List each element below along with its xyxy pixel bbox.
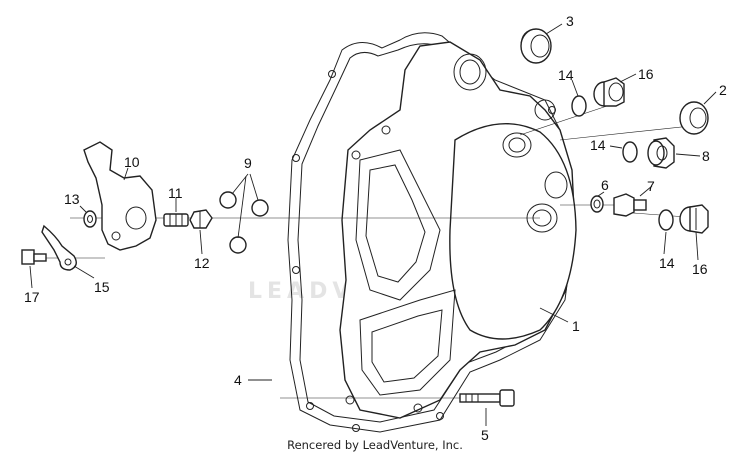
callout-10: 10 (124, 154, 140, 170)
shift-lever[interactable] (83, 141, 157, 251)
callout-numbers: 3 2 14 16 14 8 6 7 14 16 1 4 5 9 10 11 1… (24, 13, 727, 443)
o-ring-14-top[interactable] (571, 95, 587, 117)
plug-16-top[interactable] (593, 77, 625, 107)
bolt-5[interactable] (459, 389, 515, 407)
callout-14-bottom: 14 (659, 255, 675, 271)
washer-13[interactable] (83, 210, 97, 228)
callout-16-top: 16 (638, 66, 654, 82)
callout-17: 17 (24, 289, 40, 305)
callout-4: 4 (234, 372, 242, 388)
footer-credit: Rencered by LeadVenture, Inc. (287, 438, 463, 452)
washer-6[interactable] (590, 195, 604, 213)
o-ring-14-bottom[interactable] (658, 209, 674, 231)
bolt-17[interactable] (21, 249, 47, 265)
oil-seal-2[interactable] (679, 101, 709, 135)
callout-2: 2 (719, 82, 727, 98)
callout-6: 6 (601, 177, 609, 193)
leader-lines (29, 23, 717, 426)
callout-14-middle: 14 (590, 137, 606, 153)
plug-16-bottom[interactable] (679, 204, 709, 234)
callout-11: 11 (168, 185, 183, 201)
callout-9: 9 (244, 155, 252, 171)
steel-balls-9[interactable] (219, 191, 269, 254)
callout-5: 5 (481, 427, 489, 443)
oil-seal-3[interactable] (520, 28, 552, 64)
shift-lever-bore (125, 206, 147, 230)
spring-eye (64, 258, 72, 266)
plug-8[interactable] (647, 137, 675, 169)
spring-pin-11[interactable] (163, 213, 189, 227)
callout-7: 7 (647, 178, 655, 194)
clutch-cover[interactable] (339, 41, 577, 419)
callout-13: 13 (64, 191, 80, 207)
callout-3: 3 (566, 13, 574, 29)
callout-8: 8 (702, 148, 710, 164)
o-ring-14-middle[interactable] (622, 141, 638, 163)
drain-bolt-7[interactable] (613, 193, 647, 217)
nut-12[interactable] (189, 209, 213, 229)
shift-lever-pivot (111, 231, 121, 241)
callout-15: 15 (94, 279, 110, 295)
callout-16-bottom: 16 (692, 261, 708, 277)
callout-12: 12 (194, 255, 210, 271)
callout-14-top: 14 (558, 67, 574, 83)
callout-1: 1 (572, 318, 580, 334)
